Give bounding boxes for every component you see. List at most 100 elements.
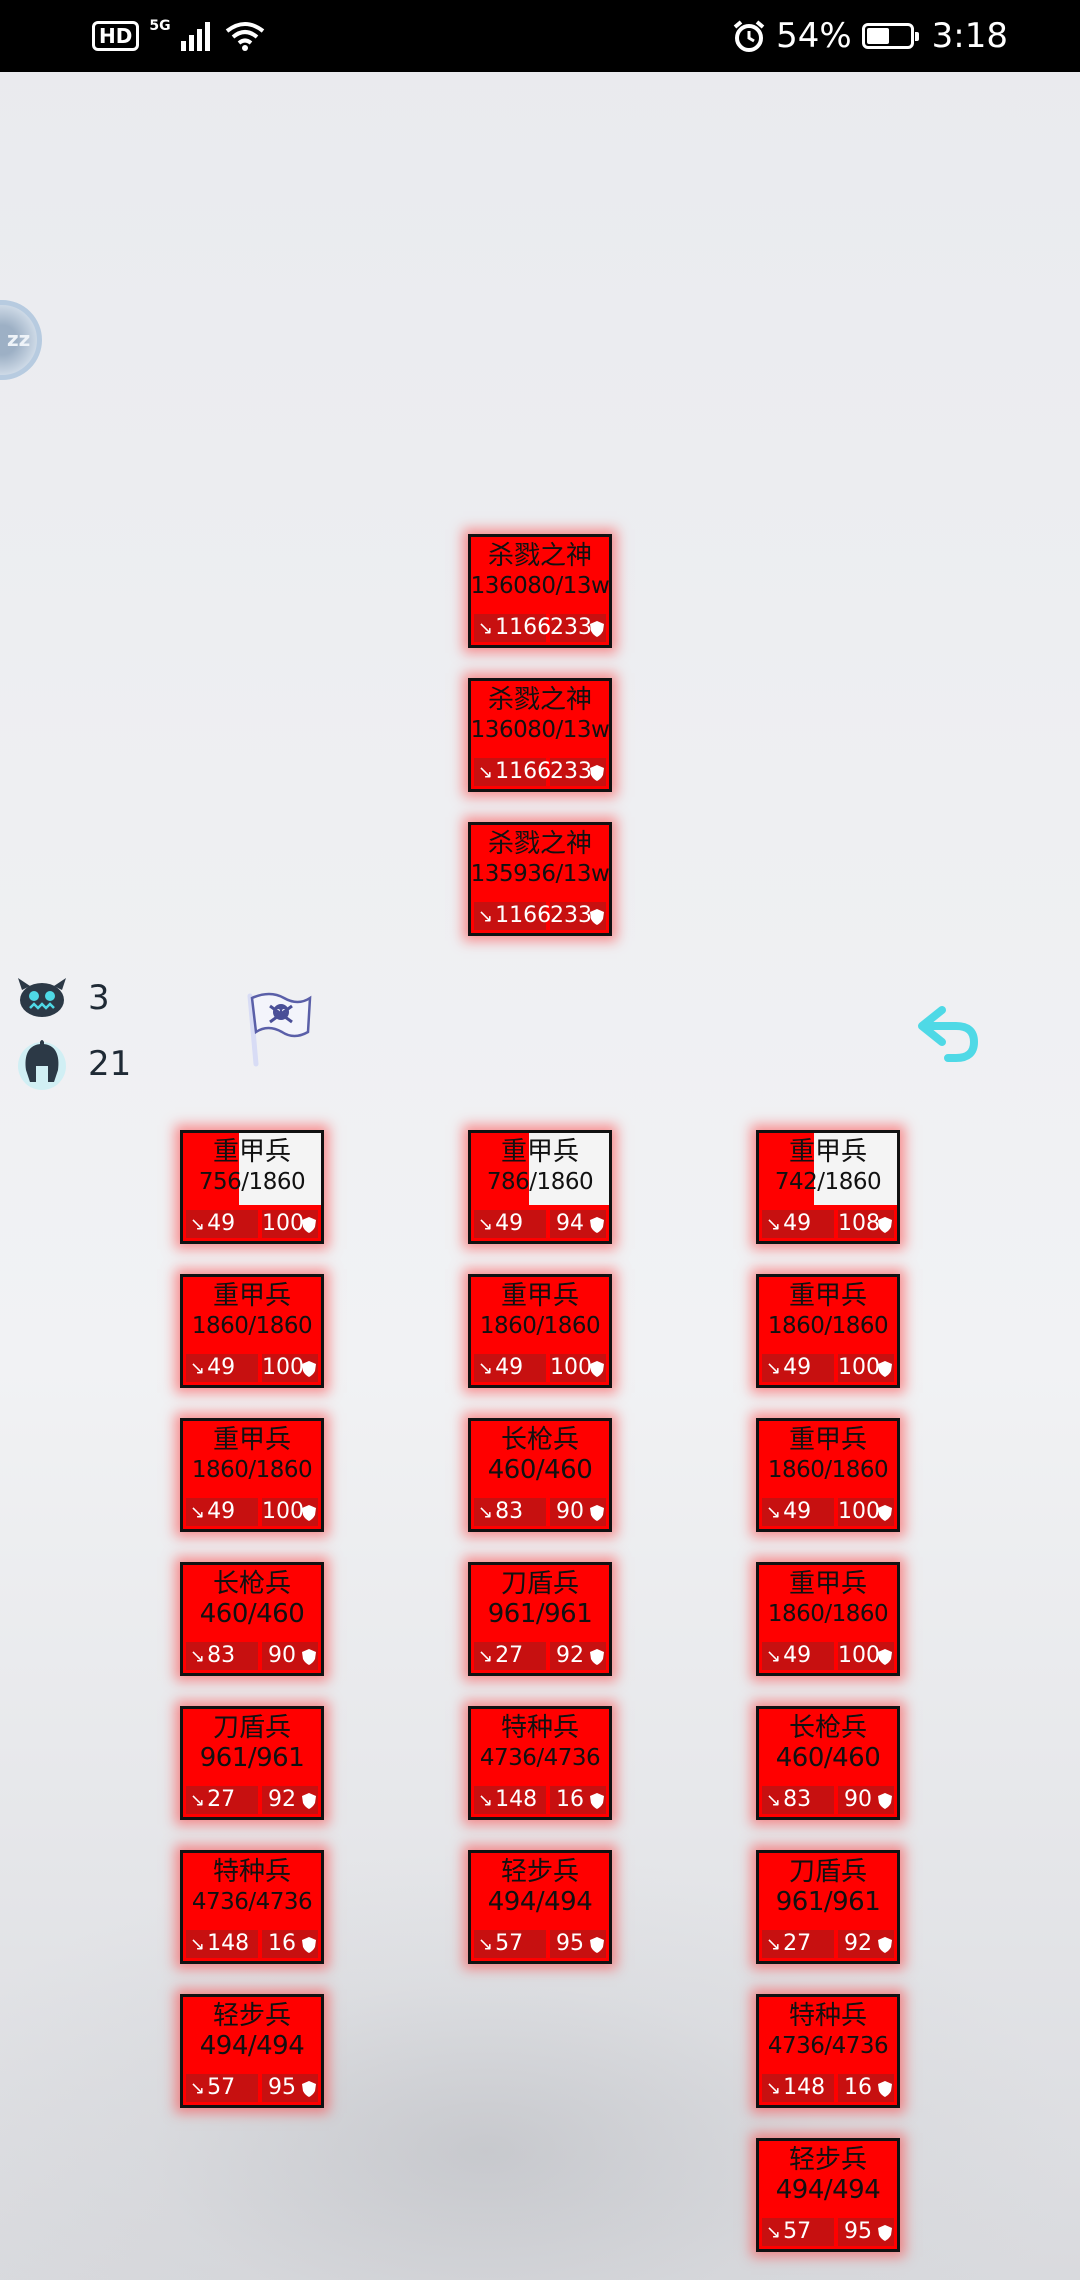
attack-value: 49 <box>783 1643 812 1668</box>
sword-icon: ↘ <box>766 2078 782 2099</box>
attack-stat: ↘57 <box>474 1930 546 1958</box>
unit-stats-row: ↘148 16 <box>759 2069 897 2105</box>
defense-value: 92 <box>556 1643 584 1668</box>
unit-hp: 786/1860 <box>486 1169 594 1195</box>
attack-value: 57 <box>207 2075 236 2100</box>
attack-value: 148 <box>783 2075 826 2100</box>
hd-badge: HD <box>92 21 140 51</box>
defense-stat: 90 <box>262 1642 318 1670</box>
unit-hp: 1860/1860 <box>191 1457 313 1483</box>
attack-value: 1166 <box>495 759 552 784</box>
unit-name: 杀戮之神 <box>487 541 592 571</box>
defense-value: 100 <box>262 1499 304 1524</box>
defense-value: 90 <box>556 1499 584 1524</box>
unit-name: 重甲兵 <box>212 1281 291 1311</box>
hp-fill <box>471 1277 609 1351</box>
defense-stat: 100 <box>262 1354 318 1382</box>
shield-icon <box>878 2225 892 2241</box>
hp-fill <box>471 1421 609 1495</box>
sword-icon: ↘ <box>478 618 494 639</box>
defense-value: 16 <box>844 2075 872 2100</box>
attack-stat: ↘49 <box>762 1210 834 1238</box>
unit-name: 重甲兵 <box>788 1569 867 1599</box>
defense-value: 100 <box>262 1355 304 1380</box>
attack-stat: ↘49 <box>186 1498 258 1526</box>
unit-name: 特种兵 <box>500 1713 579 1743</box>
skull-flag-icon[interactable] <box>236 988 316 1068</box>
unit-name: 刀盾兵 <box>212 1713 291 1743</box>
shield-icon <box>590 1793 604 1809</box>
attack-value: 49 <box>783 1499 812 1524</box>
shield-icon <box>878 1649 892 1665</box>
shield-icon <box>590 765 604 781</box>
attack-value: 49 <box>495 1355 524 1380</box>
defense-stat: 92 <box>838 1930 894 1958</box>
sword-icon: ↘ <box>766 1502 782 1523</box>
defense-value: 90 <box>268 1643 296 1668</box>
undo-arrow-icon[interactable] <box>912 996 988 1072</box>
shield-icon <box>590 1649 604 1665</box>
attack-value: 49 <box>207 1355 236 1380</box>
hp-fill <box>183 1277 321 1351</box>
sword-icon: ↘ <box>766 1646 782 1667</box>
side-orb-button[interactable]: zz <box>0 300 42 380</box>
sword-icon: ↘ <box>766 1934 782 1955</box>
clock: 3:18 <box>931 16 1008 56</box>
attack-stat: ↘83 <box>186 1642 258 1670</box>
shield-icon <box>878 1793 892 1809</box>
unit-name: 轻步兵 <box>788 2145 867 2175</box>
hp-fill <box>183 1853 321 1927</box>
monster-face-icon <box>18 978 66 1017</box>
status-bar: HD 5G 54% 3:18 <box>0 0 1080 72</box>
attack-value: 83 <box>495 1499 524 1524</box>
alarm-icon <box>733 20 765 52</box>
sword-icon: ↘ <box>478 1358 494 1379</box>
attack-value: 49 <box>783 1211 812 1236</box>
attack-value: 27 <box>207 1787 236 1812</box>
shield-icon <box>590 909 604 925</box>
hp-fill <box>759 2141 897 2215</box>
attack-value: 83 <box>207 1643 236 1668</box>
attack-stat: ↘49 <box>762 1498 834 1526</box>
sword-icon: ↘ <box>766 1358 782 1379</box>
unit-hp: 136080/13w <box>470 573 610 599</box>
unit-name: 重甲兵 <box>500 1137 579 1167</box>
sword-icon: ↘ <box>478 1214 494 1235</box>
unit-hp: 756/1860 <box>198 1169 306 1195</box>
unit-name: 杀戮之神 <box>487 685 592 715</box>
defense-value: 16 <box>268 1931 296 1956</box>
